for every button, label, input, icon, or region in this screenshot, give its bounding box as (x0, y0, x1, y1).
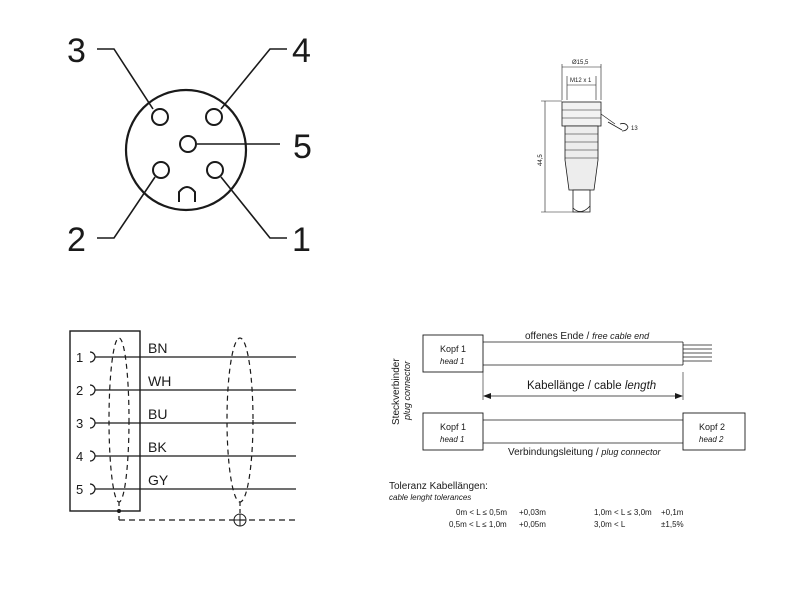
tol-range-2: 0,5m < L ≤ 1,0m (449, 520, 507, 529)
cable-stub (572, 189, 591, 213)
wire-pin-5: 5 (76, 482, 83, 497)
connection-cable-label: Verbindungsleitung / plug connector (508, 447, 661, 458)
free-end-label: offenes Ende / free cable end (525, 331, 650, 342)
tol-value-4: ±1,5% (661, 520, 684, 529)
connector-box (69, 330, 141, 512)
tol-range-3: 1,0m < L ≤ 3,0m (594, 508, 652, 517)
leader-3 (97, 48, 154, 110)
head2-label-en: head 2 (699, 435, 724, 444)
diameter-label: Ø15,5 (572, 60, 589, 66)
leader-2 (97, 176, 156, 239)
pin-face: 3 4 5 2 1 (67, 32, 312, 259)
tol-value-1: +0,03m (519, 508, 546, 517)
wire-color-gy: GY (148, 472, 169, 488)
length-label: 44,5 (538, 154, 544, 166)
head1-label-open-en: head 1 (440, 357, 464, 366)
leader-1 (220, 176, 287, 239)
wiring-schematic: 1 BN 2 WH 3 BU 4 BK 5 GY (69, 330, 296, 527)
side-label-en: plug connector (402, 360, 412, 421)
wire-1: 1 BN (76, 340, 296, 365)
wire-color-bu: BU (148, 406, 167, 422)
ground-junction-left (117, 509, 121, 513)
wire-color-wh: WH (148, 373, 171, 389)
shield-ellipse-right (226, 337, 254, 503)
tol-range-4: 3,0m < L (594, 520, 626, 529)
wire-4: 4 BK (76, 439, 296, 464)
pin-label-5: 5 (293, 128, 312, 166)
head1-box-conn (422, 412, 484, 451)
pin-label-4: 4 (292, 32, 311, 70)
side-label: Steckverbinder (391, 358, 402, 425)
wire-3: 3 BU (76, 406, 296, 431)
pin-socket-3 (151, 108, 169, 126)
wire-pin-3: 3 (76, 416, 83, 431)
cable-length-label: Kabellänge / cable length (527, 380, 656, 392)
tol-range-1: 0m < L ≤ 0,5m (456, 508, 507, 517)
head1-box-open (422, 334, 484, 373)
wrench-icon (607, 121, 629, 132)
head1-label-conn-en: head 1 (440, 435, 464, 444)
shield-ellipse-left (108, 337, 130, 503)
head2-box (682, 412, 746, 451)
pin-socket-4 (205, 108, 223, 126)
connector-face-outline (124, 88, 248, 212)
head1-label-open: Kopf 1 (440, 344, 466, 354)
pin-socket-2 (152, 161, 170, 179)
pin-socket-1 (206, 161, 224, 179)
tol-value-2: +0,05m (519, 520, 546, 529)
wrench-size-label: 13 (631, 126, 638, 132)
tolerance-title: Toleranz Kabellängen: (389, 481, 488, 492)
wire-2: 2 WH (76, 373, 296, 398)
pin-label-1: 1 (292, 221, 311, 259)
cable-variants: Steckverbinder plug connector Kopf 1 hea… (391, 331, 746, 458)
thread-label: M12 x 1 (570, 78, 592, 84)
pin-label-3: 3 (67, 32, 86, 70)
dimension-drawing: Ø15,5 M12 x 1 44,5 13 (538, 60, 638, 213)
coding-key (178, 186, 196, 202)
wire-pin-1: 1 (76, 350, 83, 365)
wire-pin-2: 2 (76, 383, 83, 398)
leader-4 (220, 48, 287, 110)
wire-pin-4: 4 (76, 449, 83, 464)
head1-label-conn: Kopf 1 (440, 422, 466, 432)
pin-socket-5 (179, 135, 197, 153)
head2-label: Kopf 2 (699, 422, 725, 432)
wire-5: 5 GY (76, 472, 296, 497)
cable-free-end (682, 342, 712, 365)
wire-color-bn: BN (148, 340, 167, 356)
coupling-nut (561, 101, 602, 127)
pin-label-2: 2 (67, 221, 86, 259)
tolerance-subtitle: cable lenght tolerances (389, 493, 471, 502)
wire-color-bk: BK (148, 439, 167, 455)
tolerance-table: Toleranz Kabellängen: cable lenght toler… (389, 481, 684, 529)
tol-value-3: +0,1m (661, 508, 684, 517)
